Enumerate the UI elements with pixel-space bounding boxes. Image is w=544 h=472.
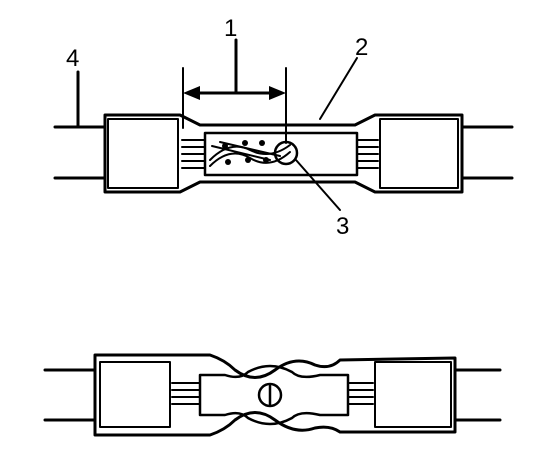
shrunk-sleeve bbox=[93, 353, 457, 437]
left-insulation-end bbox=[107, 118, 179, 189]
right-wire bbox=[460, 125, 514, 180]
crimped-left-wire bbox=[43, 368, 97, 422]
crimp-barrel bbox=[203, 131, 359, 177]
left-wire bbox=[53, 125, 107, 180]
callout-2: 2 bbox=[355, 34, 368, 61]
right-exposed-strands bbox=[356, 139, 379, 169]
heat-shrink-sleeve bbox=[103, 113, 464, 194]
leader-line-3 bbox=[295, 159, 341, 211]
strip-length-dimension bbox=[182, 38, 287, 144]
left-exposed-strands bbox=[181, 139, 206, 169]
crimped-right-wire bbox=[453, 368, 502, 422]
uncrimped-splice-sleeve: 1 2 3 4 bbox=[53, 15, 514, 240]
inspection-hole bbox=[273, 140, 299, 166]
twisted-strands bbox=[209, 140, 291, 167]
crimped-left-strands bbox=[171, 382, 201, 405]
crimped-right-strands bbox=[347, 382, 374, 405]
crimped-splice-sleeve bbox=[43, 353, 502, 437]
callout-3: 3 bbox=[336, 213, 349, 240]
crimped-inspection-hole bbox=[257, 382, 283, 408]
leader-line-2 bbox=[319, 57, 358, 120]
right-insulation-end bbox=[379, 118, 459, 189]
callout-4: 4 bbox=[66, 45, 79, 72]
callout-1: 1 bbox=[224, 15, 237, 42]
crimped-barrel bbox=[198, 364, 350, 426]
crimped-left-insulation bbox=[99, 361, 171, 428]
crimped-right-insulation bbox=[374, 361, 452, 428]
